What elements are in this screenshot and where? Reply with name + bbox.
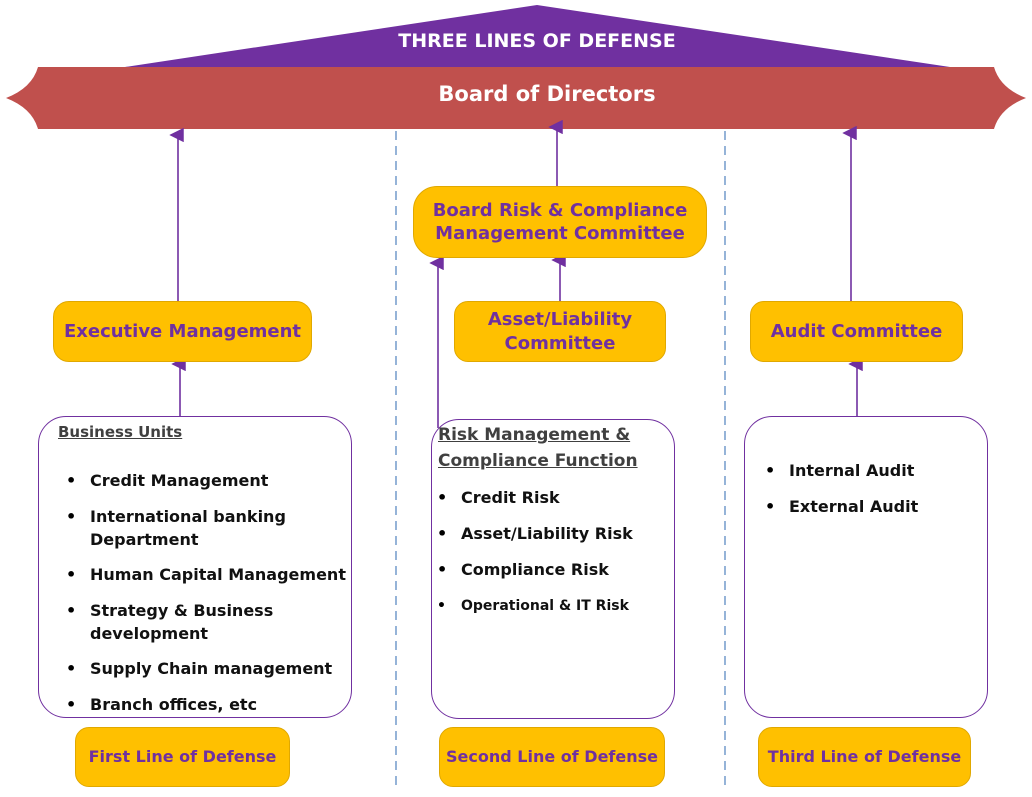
risk-management-header: Risk Management & Compliance Function xyxy=(438,425,638,471)
business-units-box: Business Units Credit Management Interna… xyxy=(38,416,352,718)
list-item: External Audit xyxy=(765,496,979,518)
list-item: Operational & IT Risk xyxy=(437,595,671,617)
second-line-of-defense-box: Second Line of Defense xyxy=(439,727,665,787)
list-item: Credit Risk xyxy=(437,487,671,509)
list-item: Branch offices, etc xyxy=(66,693,352,716)
list-item: Strategy & Business development xyxy=(66,599,352,645)
business-units-list: Credit Management International banking … xyxy=(66,469,352,716)
board-of-directors-label: Board of Directors xyxy=(438,82,656,106)
board-banner xyxy=(6,67,1026,129)
first-line-label: First Line of Defense xyxy=(88,746,277,766)
list-item: Human Capital Management xyxy=(66,563,352,586)
list-item: Supply Chain management xyxy=(66,657,352,680)
audit-committee-label: Audit Committee xyxy=(770,320,943,342)
risk-management-box: Risk Management & Compliance Function Cr… xyxy=(431,419,675,719)
list-item: Internal Audit xyxy=(765,460,979,482)
second-line-label: Second Line of Defense xyxy=(446,746,658,766)
third-line-of-defense-box: Third Line of Defense xyxy=(758,727,971,787)
executive-management-box: Executive Management xyxy=(53,301,312,362)
asset-liability-committee-label: Asset/Liability Committee xyxy=(487,309,633,354)
asset-liability-committee-box: Asset/Liability Committee xyxy=(454,301,666,362)
audit-committee-box: Audit Committee xyxy=(750,301,963,362)
roof-triangle xyxy=(125,5,950,67)
board-risk-compliance-committee-label: Board Risk & Compliance Management Commi… xyxy=(432,199,688,244)
list-item: Compliance Risk xyxy=(437,559,671,581)
first-line-of-defense-box: First Line of Defense xyxy=(75,727,290,787)
business-units-header: Business Units xyxy=(58,423,183,441)
audit-box: Internal Audit External Audit xyxy=(744,416,988,718)
list-item: Asset/Liability Risk xyxy=(437,523,671,545)
executive-management-label: Executive Management xyxy=(63,320,302,342)
list-item: Credit Management xyxy=(66,469,352,492)
risk-management-list: Credit Risk Asset/Liability Risk Complia… xyxy=(437,487,671,617)
audit-list: Internal Audit External Audit xyxy=(765,460,979,518)
third-line-label: Third Line of Defense xyxy=(767,746,962,766)
roof-title: THREE LINES OF DEFENSE xyxy=(398,30,676,52)
list-item: International banking Department xyxy=(66,505,352,551)
board-risk-compliance-committee-box: Board Risk & Compliance Management Commi… xyxy=(413,186,707,258)
